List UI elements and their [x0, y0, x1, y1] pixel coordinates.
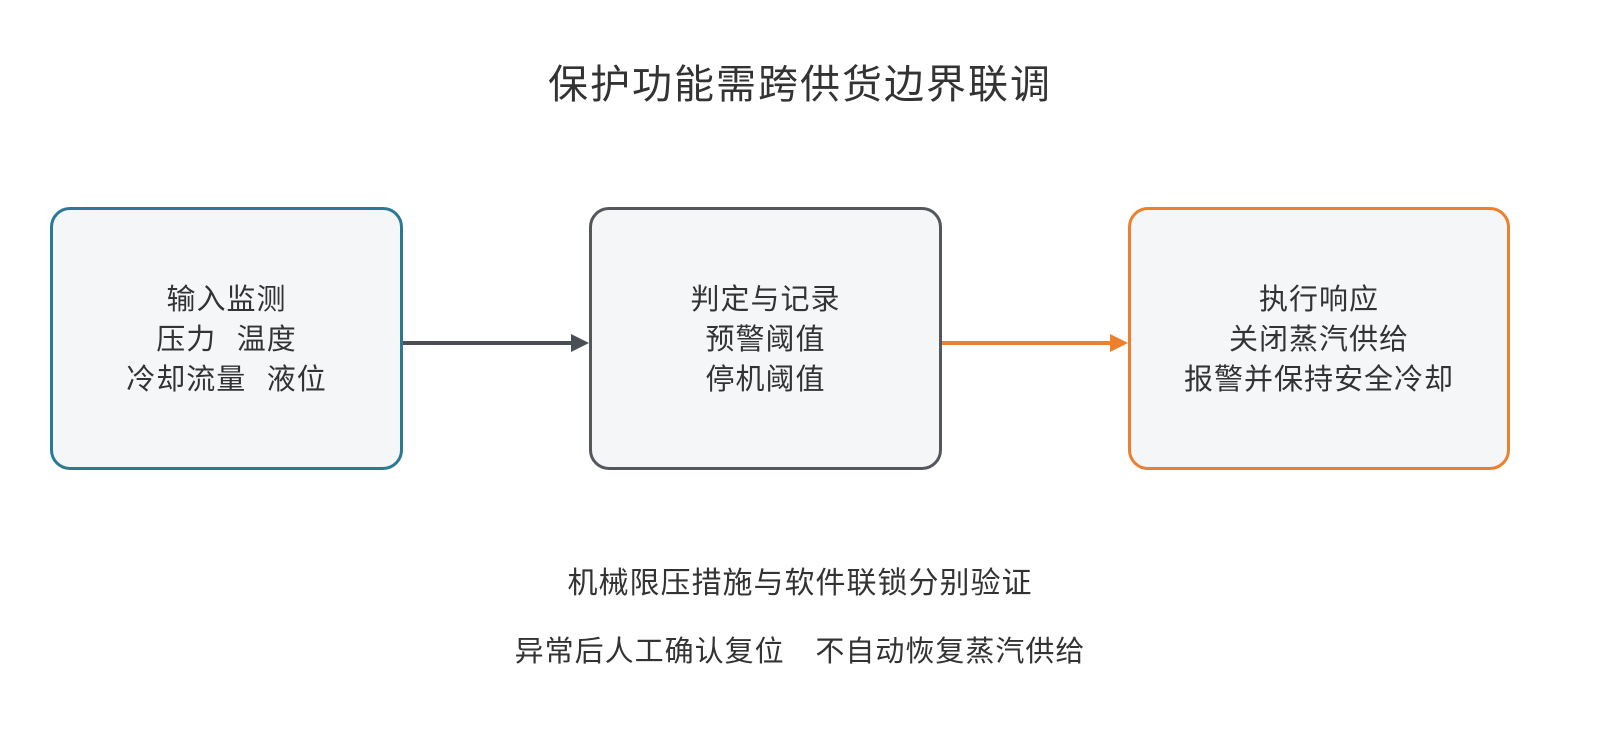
- node-exec-line-3: 报警并保持安全冷却: [1183, 361, 1454, 396]
- node-judge-line-3: 停机阈值: [705, 361, 826, 396]
- node-judge-record: 判定与记录 预警阈值 停机阈值: [589, 207, 942, 470]
- node-input-line-3: 冷却流量 液位: [126, 361, 327, 396]
- edge-judge-to-exec: [942, 334, 1128, 352]
- node-execute-response: 执行响应 关闭蒸汽供给 报警并保持安全冷却: [1128, 207, 1510, 470]
- diagram-title: 保护功能需跨供货边界联调: [548, 62, 1052, 108]
- node-input-monitoring: 输入监测 压力 温度 冷却流量 液位: [50, 207, 403, 470]
- node-input-line-1: 输入监测: [166, 281, 287, 316]
- footnote-verification: 机械限压措施与软件联锁分别验证: [567, 566, 1033, 601]
- node-exec-line-1: 执行响应: [1258, 281, 1379, 316]
- node-judge-line-2: 预警阈值: [705, 321, 826, 356]
- node-exec-line-2: 关闭蒸汽供给: [1228, 321, 1409, 356]
- footnote-manual-reset: 异常后人工确认复位 不自动恢复蒸汽供给: [514, 634, 1086, 668]
- node-judge-line-1: 判定与记录: [690, 281, 841, 316]
- edge-input-to-judge: [403, 334, 589, 352]
- node-input-line-2: 压力 温度: [156, 321, 297, 356]
